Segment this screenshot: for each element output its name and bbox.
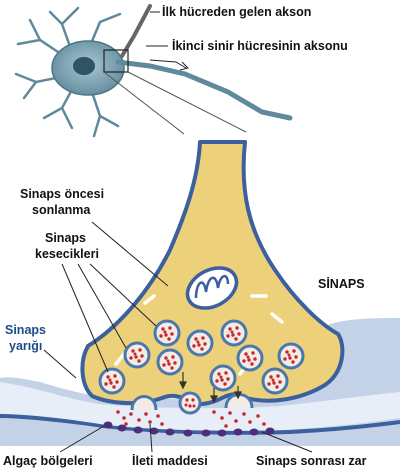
fusing-vesicles <box>130 393 254 411</box>
label-receptor-sites: Algaç bölgeleri <box>3 454 93 468</box>
label-presynaptic-2: sonlanma <box>32 203 91 217</box>
label-second-axon: İkinci sinir hücresinin aksonu <box>172 39 348 53</box>
zoom-line-left <box>103 71 185 135</box>
vesicle <box>186 329 214 357</box>
first-neuron-axon <box>120 4 152 58</box>
movement-arrows <box>179 372 242 404</box>
vesicle <box>277 342 305 370</box>
label-vesicles-2: kesecikleri <box>35 247 99 261</box>
receptor-sites <box>103 421 275 437</box>
label-postsynaptic-membrane: Sinaps sonrası zar <box>256 454 367 468</box>
synaptic-vesicles <box>98 319 305 415</box>
second-axon-arrow <box>149 59 187 69</box>
vesicle <box>98 367 126 395</box>
vesicle <box>178 391 202 415</box>
vesicle <box>220 319 248 347</box>
postsynaptic-membrane <box>0 414 400 435</box>
neuron-nucleus <box>73 57 95 75</box>
neurotransmitter-molecules <box>116 410 266 428</box>
vesicle <box>236 344 264 372</box>
label-vesicles-1: Sinaps <box>45 231 86 245</box>
label-first-axon: İlk hücreden gelen akson <box>162 5 312 19</box>
label-cleft-2: yarığı <box>9 339 43 353</box>
label-cleft-1: Sinaps <box>5 323 46 337</box>
vesicle <box>153 319 181 347</box>
vesicle <box>156 348 184 376</box>
neuron-illustration <box>14 4 293 138</box>
vesicle <box>261 367 289 395</box>
label-neurotransmitter: İleti maddesi <box>132 454 208 468</box>
zoom-line-right <box>127 71 247 133</box>
synaptic-cleft <box>0 382 400 431</box>
vesicle <box>123 341 151 369</box>
vesicle <box>209 364 237 392</box>
label-presynaptic-1: Sinaps öncesi <box>20 187 105 201</box>
second-neuron-axon <box>115 59 293 121</box>
mitochondrion <box>185 266 239 310</box>
leader-lines <box>43 221 313 453</box>
zoom-box <box>103 49 129 73</box>
label-synapse: SİNAPS <box>318 277 365 291</box>
